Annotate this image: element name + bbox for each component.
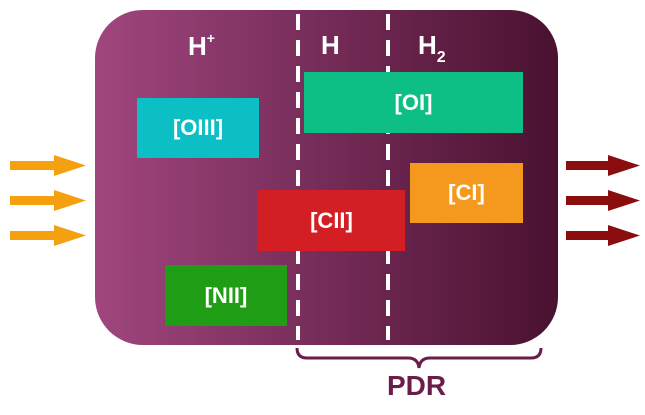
species-label-oi: [OI] (394, 89, 433, 115)
incoming-arrows (10, 155, 86, 246)
outgoing-arrow (566, 155, 640, 176)
species-box-nii: [NII] (165, 265, 287, 326)
species-label-oiii: [OIII] (172, 115, 224, 140)
species-box-cii: [CII] (258, 190, 405, 251)
incoming-arrow (10, 225, 86, 246)
zone-label-ionized-sup: + (206, 30, 215, 46)
zone-label-atomic: H (321, 30, 340, 61)
pdr-label: PDR (387, 370, 447, 401)
outgoing-arrow (566, 190, 640, 211)
zone-label-atomic-base: H (321, 30, 340, 60)
species-box-ci: [CI] (410, 163, 523, 223)
outgoing-arrow (566, 225, 640, 246)
zone-label-molecular: H2 (418, 30, 446, 67)
incoming-arrow (10, 190, 86, 211)
zone-label-molecular-base: H (418, 30, 437, 60)
outgoing-arrows (566, 155, 640, 246)
zone-label-molecular-sub: 2 (436, 49, 446, 66)
zone-label-ionized-base: H (188, 31, 207, 61)
incoming-arrow (10, 155, 86, 176)
species-box-oiii: [OIII] (137, 98, 259, 158)
species-label-cii: [CII] (310, 207, 353, 233)
species-label-nii: [NII] (204, 282, 248, 308)
species-label-ci: [CI] (448, 180, 485, 205)
pdr-brace (295, 347, 543, 369)
zone-label-ionized: H+ (188, 30, 215, 62)
species-box-oi: [OI] (304, 72, 523, 133)
